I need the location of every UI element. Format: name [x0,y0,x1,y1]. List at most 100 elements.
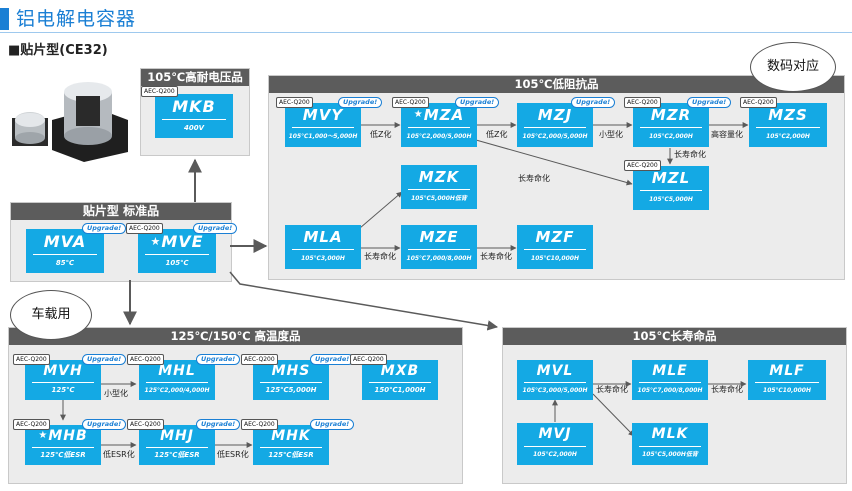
product-mhb[interactable]: ★MHB 125℃低ESR [25,425,101,465]
aec-badge-mve: AEC-Q200 [126,223,163,234]
product-mhk-name: MHK [271,428,311,444]
product-mzs[interactable]: MZS 105℃2,000H [749,103,827,147]
product-mzj-name: MZJ [537,106,573,124]
product-mvh[interactable]: MVH 125℃ [25,360,101,400]
product-mle-spec: 105℃7,000/8,000H [637,387,703,394]
panel-high-voltage-header: 105℃高耐电压品 [141,69,249,86]
aec-badge-mzl: AEC-Q200 [624,160,661,171]
aec-badge-mhl: AEC-Q200 [127,354,164,365]
capacitor-large-image [52,82,128,162]
upgrade-badge-mhs: Upgrade! [310,354,355,365]
arrow-label-small-1: 小型化 [599,130,623,139]
aec-badge-mzr: AEC-Q200 [624,97,661,108]
panel-high-temp-header: 125℃/150℃ 高温度品 [9,328,462,345]
product-mhj-name: MHJ [160,428,194,444]
product-mhk-spec: 125℃低ESR [268,451,314,459]
product-mvh-spec: 125℃ [51,386,75,394]
product-mlf-spec: 105℃10,000H [763,387,811,394]
product-mzk-name: MZK [418,168,460,186]
arrow-label-low-esr-1: 低ESR化 [103,450,135,459]
product-mhl[interactable]: MHL 125℃2,000/4,000H [139,360,215,400]
automotive-bubble: 车载用 [10,290,92,340]
upgrade-badge-mva: Upgrade! [82,223,127,234]
product-mzl[interactable]: MZL 105℃5,000H [633,166,709,210]
product-mhj[interactable]: MHJ 125℃低ESR [139,425,215,465]
digital-support-label: 数码对应 [766,59,819,74]
product-mve-spec: 105℃ [165,259,189,267]
product-mzr[interactable]: MZR 105℃2,000H [633,103,709,147]
product-mzf-name: MZF [535,228,575,246]
upgrade-badge-mhk: Upgrade! [310,419,355,430]
product-mkb-name: MKB [172,97,216,116]
product-mvl[interactable]: MVL 105℃3,000/5,000H [517,360,593,400]
product-mva[interactable]: MVA 85℃ [26,229,104,273]
upgrade-badge-mhb: Upgrade! [82,419,127,430]
panel-long-life-header: 105℃长寿命品 [503,328,846,345]
product-mzf[interactable]: MZF 105℃10,000H [517,225,593,269]
arrow-label-long-life-mzr: 长寿命化 [674,150,706,159]
product-mza[interactable]: ★MZA 105℃2,000/5,000H [401,103,477,147]
upgrade-badge-mzr: Upgrade! [687,97,732,108]
upgrade-badge-mvh: Upgrade! [82,354,127,365]
product-mzs-name: MZS [768,106,808,124]
aec-badge-mza: AEC-Q200 [392,97,429,108]
product-mxb-name: MXB [380,363,420,379]
product-mva-name: MVA [43,232,87,251]
arrow-label-long-life-mla: 长寿命化 [364,252,396,261]
arrow-label-small-mvh: 小型化 [104,389,128,398]
product-mle[interactable]: MLE 105℃7,000/8,000H [632,360,708,400]
product-mzr-name: MZR [650,106,692,124]
product-mze-spec: 105℃7,000/8,000H [406,255,472,262]
panel-low-impedance-header: 105℃低阻抗品 [269,76,844,93]
automotive-label: 车载用 [31,307,71,322]
product-mvl-name: MVL [536,363,574,379]
product-mve-name: MVE [161,232,204,251]
star-icon: ★ [38,430,49,441]
arrow-label-long-life-mvl: 长寿命化 [596,385,628,394]
product-mza-name: MZA [423,106,465,124]
title-underline [0,32,852,33]
product-mkb[interactable]: MKB 400V [155,94,233,138]
title-accent-bar [0,8,9,30]
product-mla-name: MLA [303,228,343,246]
product-mlk[interactable]: MLK 105℃5,000H低背 [632,423,708,465]
product-mle-name: MLE [652,363,688,379]
product-mze-name: MZE [419,228,459,246]
product-mzl-name: MZL [651,169,691,187]
product-mhs-spec: 125℃5,000H [265,386,317,394]
product-mhk[interactable]: MHK 125℃低ESR [253,425,329,465]
product-mlf[interactable]: MLF 105℃10,000H [748,360,826,400]
product-mvj[interactable]: MVJ 105℃2,000H [517,423,593,465]
product-mkb-spec: 400V [183,124,205,132]
product-mvj-spec: 105℃2,000H [533,451,577,458]
product-mzj[interactable]: MZJ 105℃2,000/5,000H [517,103,593,147]
aec-badge-mvy: AEC-Q200 [276,97,313,108]
product-mzr-spec: 105℃2,000H [649,133,693,140]
product-mze[interactable]: MZE 105℃7,000/8,000H [401,225,477,269]
product-mvy-spec: 105℃1,000～5,000H [288,133,358,140]
product-mza-spec: 105℃2,000/5,000H [406,133,472,140]
product-mzj-spec: 105℃2,000/5,000H [522,133,588,140]
product-mhs-name: MHS [271,363,311,379]
product-mve[interactable]: ★MVE 105℃ [138,229,216,273]
arrow-label-high-cap: 高容量化 [711,130,743,139]
product-mhb-spec: 125℃低ESR [40,451,86,459]
upgrade-badge-mzj: Upgrade! [571,97,616,108]
product-mla[interactable]: MLA 105℃3,000H [285,225,361,269]
product-mxb[interactable]: MXB 150℃1,000H [362,360,438,400]
upgrade-badge-mve: Upgrade! [193,223,238,234]
digital-support-bubble: 数码对应 [750,42,836,92]
upgrade-badge-mvy: Upgrade! [338,97,383,108]
product-mzk[interactable]: MZK 105℃5,000H低背 [401,165,477,209]
arrow-label-long-life-mze: 长寿命化 [480,252,512,261]
arrow-label-low-z-1: 低Z化 [370,130,392,139]
product-mzf-spec: 105℃10,000H [531,255,579,262]
panel-standard-header: 贴片型 标准品 [11,203,231,220]
upgrade-badge-mza: Upgrade! [455,97,500,108]
product-mhb-name: MHB [48,428,88,444]
arrow-to-long-life [229,271,499,331]
aec-badge-mhb: AEC-Q200 [13,419,50,430]
product-mhs[interactable]: MHS 125℃5,000H [253,360,329,400]
star-icon: ★ [150,235,162,248]
product-mvy[interactable]: MVY 105℃1,000～5,000H [285,103,361,147]
